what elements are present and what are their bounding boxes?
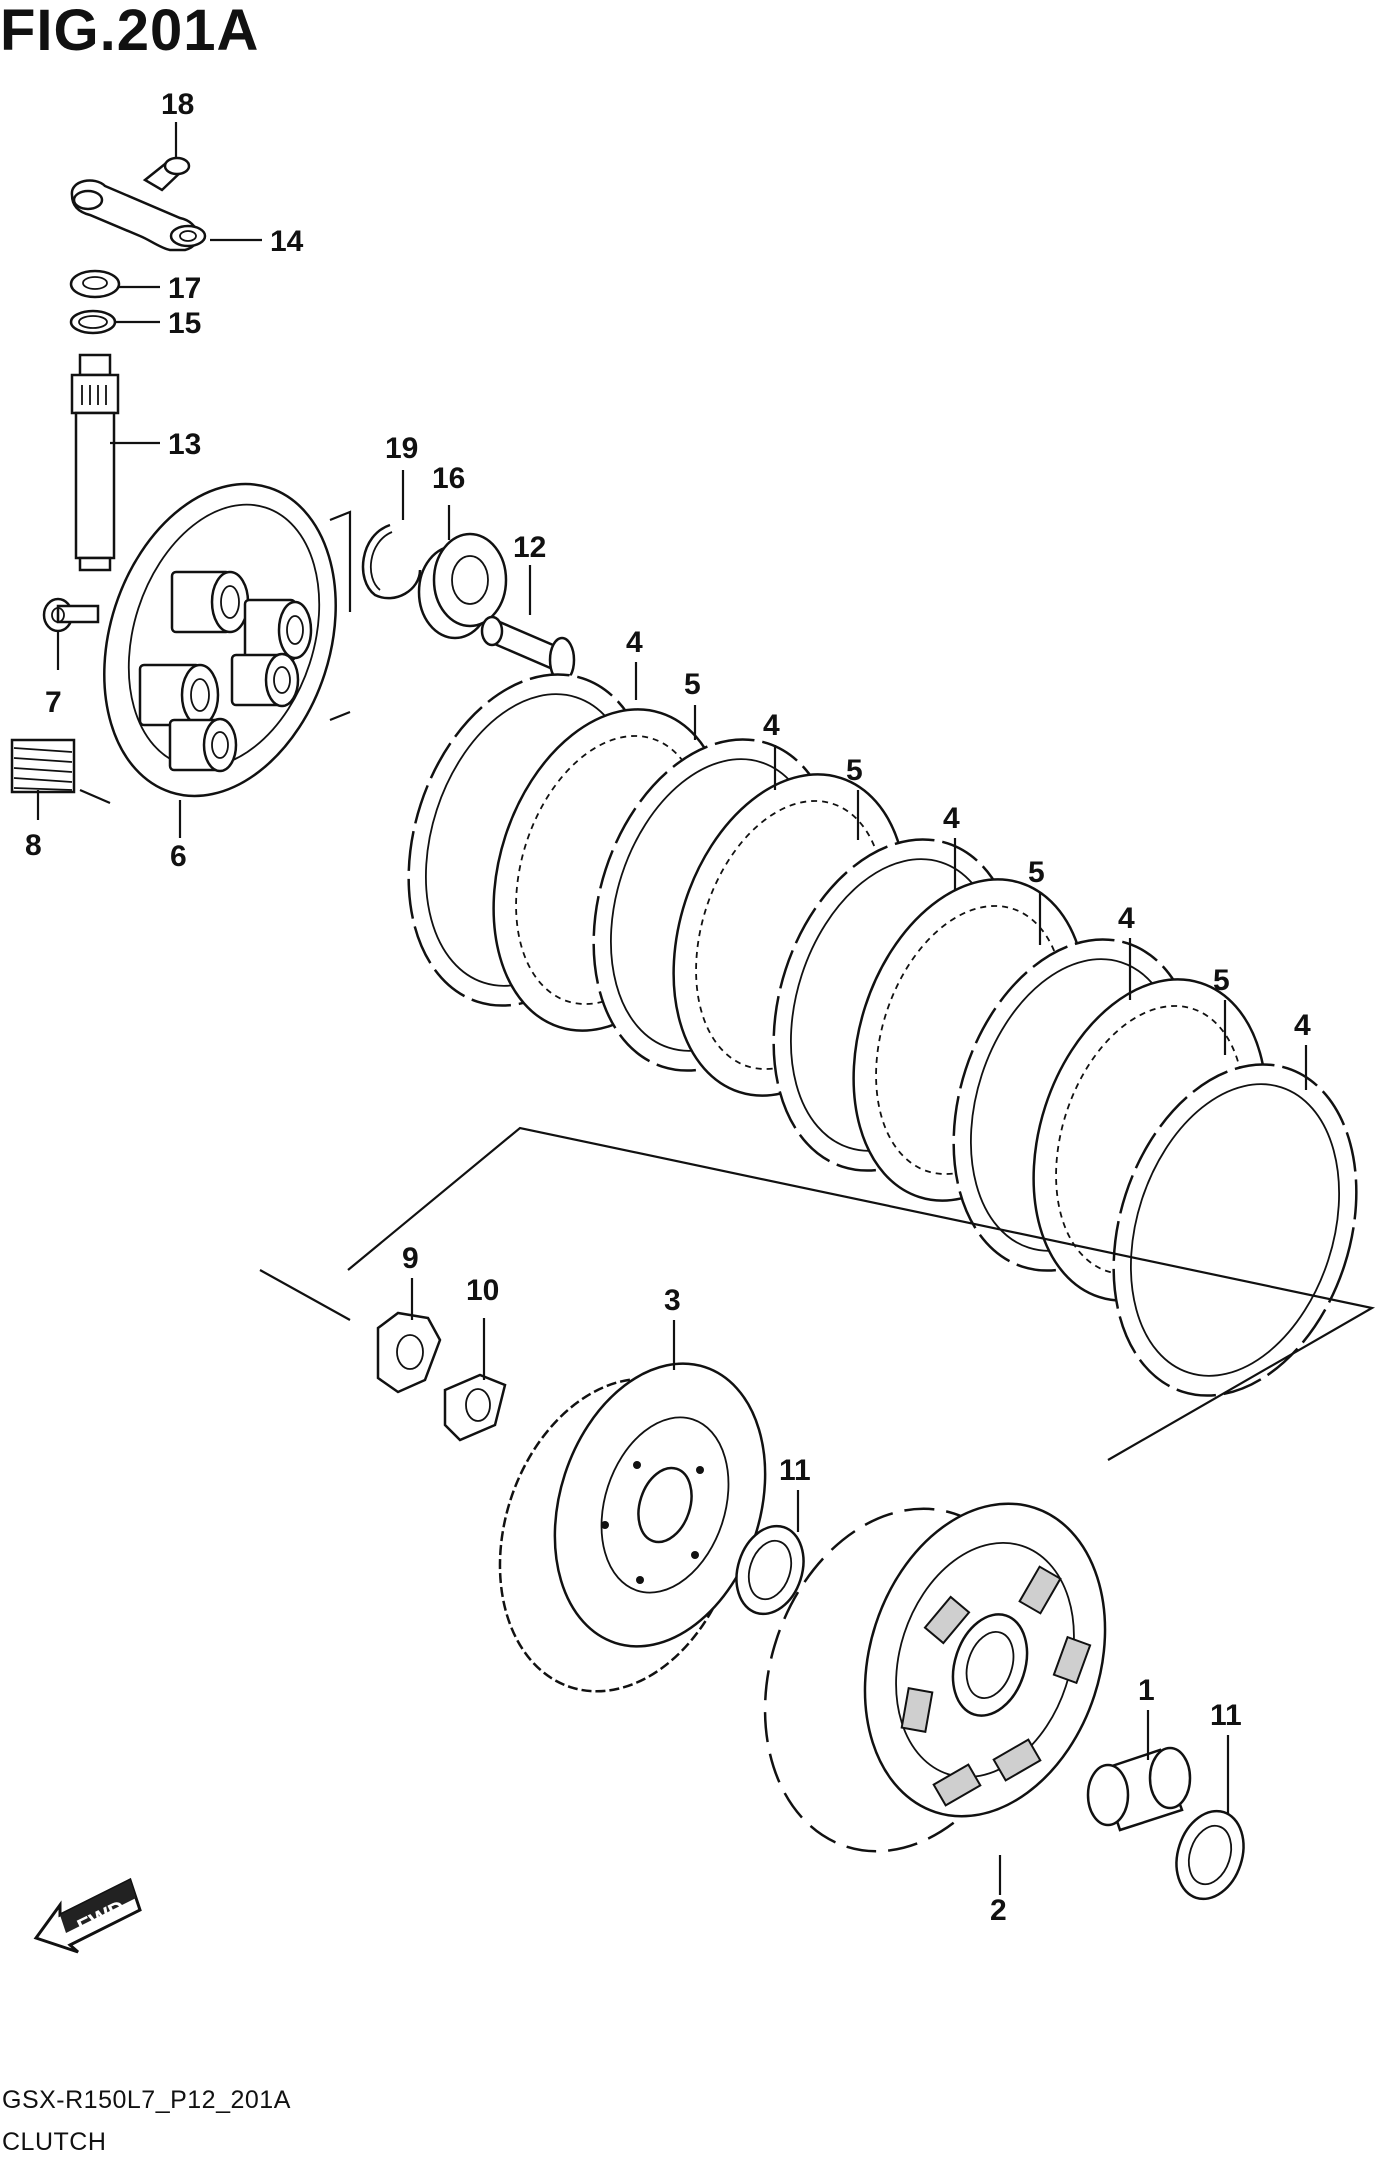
- part-spacer-1: [1086, 1746, 1192, 1832]
- callout-12: 12: [513, 531, 546, 564]
- part-release-arm: [70, 179, 207, 252]
- part-thrust-washer-11: [735, 1524, 805, 1616]
- callout-16: 16: [432, 462, 465, 495]
- figure-title: FIG.201A: [0, 0, 260, 63]
- part-clutch-sleeve-hub-2: [763, 1502, 1107, 1853]
- callout-15: 15: [168, 307, 201, 340]
- part-circlip-19: [361, 523, 422, 600]
- callout-10: 10: [466, 1274, 499, 1307]
- part-bolt-18: [142, 156, 191, 192]
- callout-5: 5: [1213, 964, 1230, 997]
- callout-3: 3: [664, 1284, 681, 1317]
- callout-4: 4: [1118, 902, 1135, 935]
- callout-14: 14: [270, 225, 304, 258]
- part-washer-10: [443, 1373, 507, 1442]
- callout-1: 1: [1138, 1674, 1155, 1707]
- callout-5: 5: [1028, 856, 1045, 889]
- part-washer-15: [69, 309, 117, 335]
- plate-stack: [407, 673, 1358, 1397]
- drawing-code: GSX-R150L7_P12_201A: [2, 2086, 291, 2114]
- callout-2: 2: [990, 1894, 1007, 1927]
- callout-9: 9: [402, 1242, 419, 1275]
- callout-11: 11: [1210, 1699, 1242, 1732]
- callout-11: 11: [779, 1454, 811, 1487]
- callout-5: 5: [846, 754, 863, 787]
- part-bearing-16: [417, 532, 508, 640]
- callout-17: 17: [168, 272, 201, 305]
- drawing-name: CLUTCH: [2, 2128, 107, 2156]
- leader-lines: [36, 122, 1308, 1895]
- callout-7: 7: [45, 686, 62, 719]
- fwd-arrow: FWD: [33, 1877, 142, 1954]
- guide-lines: [79, 510, 352, 805]
- callout-19: 19: [385, 432, 418, 465]
- assembly-outline: [259, 1126, 1376, 1461]
- callout-5: 5: [684, 668, 701, 701]
- callout-6: 6: [170, 840, 187, 873]
- part-oil-seal-17: [69, 269, 121, 299]
- part-push-rod-13: [70, 353, 120, 572]
- part-nut-9: [376, 1311, 442, 1394]
- callout-4: 4: [763, 709, 780, 742]
- part-bolt-7: [42, 597, 100, 633]
- plate-drive-4: [1112, 1063, 1358, 1397]
- callout-4: 4: [626, 626, 643, 659]
- callout-labels: 18 14 17 15 13 19 16 12 7 8 6 4 5 4 5 4 …: [25, 88, 1311, 1927]
- callout-4: 4: [943, 802, 960, 835]
- callout-8: 8: [25, 829, 42, 862]
- part-clutch-housing-3: [498, 1362, 767, 1693]
- part-pressure-plate-6: [103, 482, 337, 798]
- part-spring-8: [10, 738, 76, 794]
- callout-4: 4: [1294, 1009, 1311, 1042]
- callout-18: 18: [161, 88, 194, 121]
- part-thrust-washer-11b: [1175, 1809, 1245, 1901]
- callout-13: 13: [168, 428, 201, 461]
- part-lifter-12: [480, 615, 576, 684]
